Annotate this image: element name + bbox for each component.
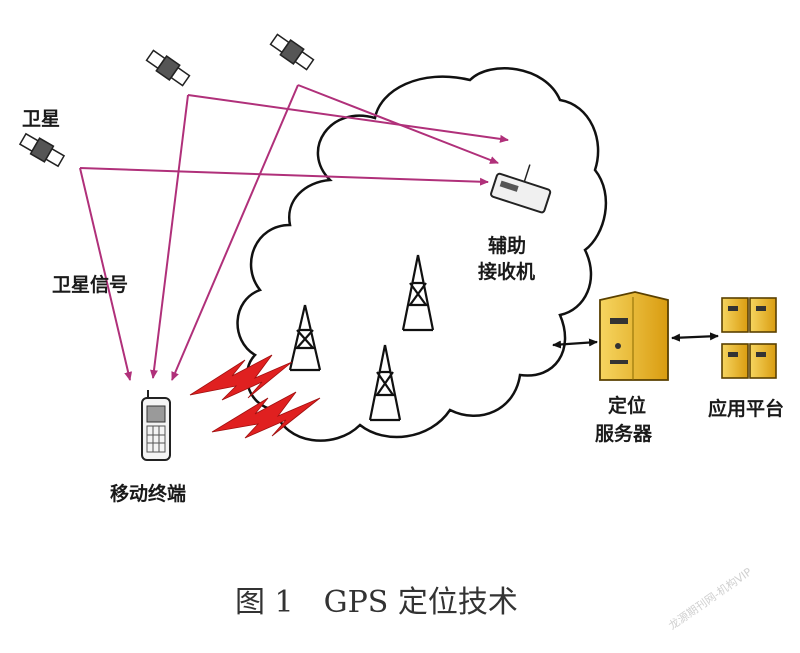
app-platform-label: 应用平台 xyxy=(708,397,784,420)
wireless-signal-icon xyxy=(189,354,321,439)
mobile-terminal-label: 移动终端 xyxy=(110,482,186,505)
watermark: 龙源期刊网-机构VIP xyxy=(666,564,755,632)
application-platform-icon xyxy=(721,297,777,379)
positioning-server-icon xyxy=(599,291,669,381)
cell-tower-icon xyxy=(368,344,402,422)
satellite-icon xyxy=(145,49,191,87)
cell-tower-icon xyxy=(288,304,322,372)
satellite-signals xyxy=(79,84,509,381)
server-label-1: 定位 xyxy=(608,394,646,417)
satellite-icon xyxy=(269,33,315,71)
figure-caption: 图 1 GPS 定位技术 xyxy=(235,585,518,620)
satellite-icon xyxy=(18,132,66,168)
auxiliary-receiver-icon xyxy=(490,164,552,214)
mobile-terminal-icon xyxy=(141,390,171,461)
connection-arrows xyxy=(552,332,719,349)
aux-receiver-label-2: 接收机 xyxy=(478,260,535,283)
satellite-signal-label: 卫星信号 xyxy=(52,273,128,296)
network-cloud xyxy=(236,67,608,442)
aux-receiver-label-1: 辅助 xyxy=(488,234,526,257)
satellite-label: 卫星 xyxy=(22,108,60,130)
cell-tower-icon xyxy=(401,254,435,332)
server-label-2: 服务器 xyxy=(595,422,653,445)
